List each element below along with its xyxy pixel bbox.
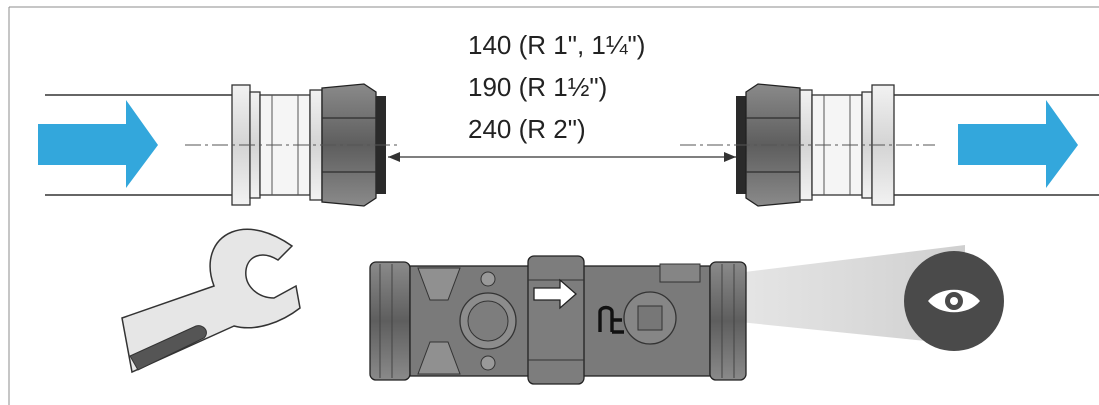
eye-icon [928,289,980,313]
manufacturer-logo [598,305,624,334]
flow-arrow-icon [38,100,158,188]
wrench-icon [121,228,301,374]
dimension-label-r1-5: 190 (R 1½") [468,72,608,102]
frame-border [8,6,1099,405]
dimension-label-r2: 240 (R 2") [468,114,586,144]
dimension-line [388,152,736,162]
dimension-label-r1: 140 (R 1", 1¼") [468,30,646,60]
view-beam [582,245,965,345]
flow-arrow-icon [958,100,1078,188]
left-pipe [45,94,232,196]
valve-body [369,255,747,385]
right-pipe [894,94,1099,196]
direction-arrow-icon [533,278,577,310]
